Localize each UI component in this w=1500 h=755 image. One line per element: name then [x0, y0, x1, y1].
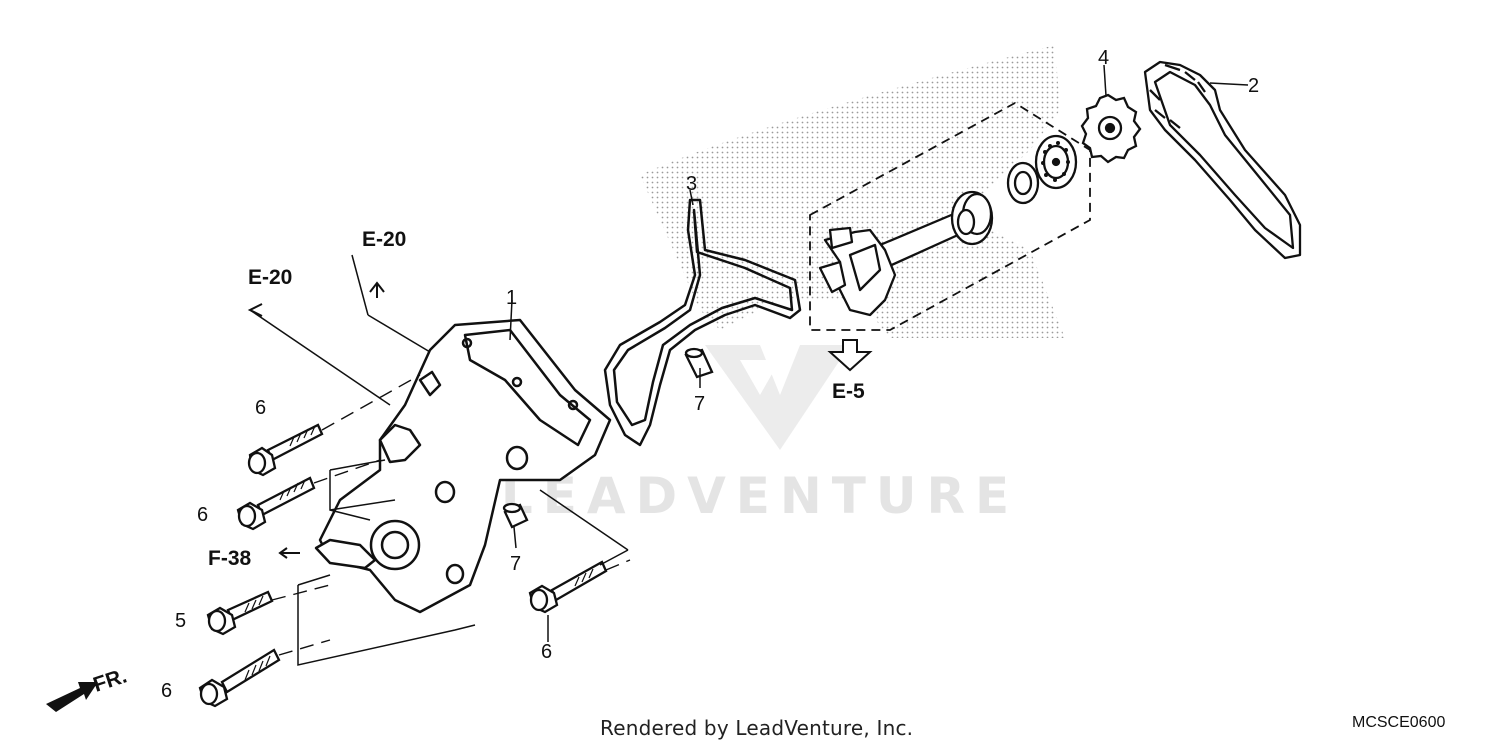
- footer-credit: Rendered by LeadVenture, Inc.: [600, 716, 914, 740]
- callout-6-upper[interactable]: 6: [255, 397, 266, 419]
- ref-e20-right[interactable]: E-20: [362, 228, 406, 251]
- ref-e5[interactable]: E-5: [832, 380, 865, 403]
- pump-cover: [314, 318, 612, 614]
- callout-6-right[interactable]: 6: [541, 641, 552, 663]
- dashed-guides: [271, 374, 631, 656]
- callout-1[interactable]: 1: [506, 287, 517, 309]
- callout-6-middle[interactable]: 6: [197, 504, 208, 526]
- front-direction-arrow-icon: [46, 682, 98, 712]
- callout-5[interactable]: 5: [175, 610, 186, 632]
- watermark-text: LEADVENTURE: [501, 467, 1019, 525]
- shaft-assembly-outline: [809, 101, 1091, 331]
- callout-2[interactable]: 2: [1248, 75, 1259, 97]
- bolt-6-right: [528, 560, 608, 614]
- dowel-pin-lower: [502, 502, 529, 529]
- e20-left-arrow: [247, 303, 263, 317]
- leader-lines: [249, 64, 1249, 666]
- e20-right-arrow: [369, 281, 385, 298]
- bearing-balls: [1041, 141, 1070, 182]
- callout-3[interactable]: 3: [686, 173, 697, 195]
- callout-7-upper[interactable]: 7: [694, 393, 705, 415]
- ref-f38[interactable]: F-38: [208, 547, 252, 570]
- callout-4[interactable]: 4: [1098, 47, 1109, 69]
- callout-7-lower[interactable]: 7: [510, 553, 521, 575]
- f38-arrow: [278, 547, 300, 559]
- bolt-6-upper: [247, 423, 324, 477]
- diagram-code: MCSCE0600: [1352, 714, 1446, 731]
- pump-drive-sprocket: [1080, 93, 1142, 164]
- pump-gasket: [603, 198, 802, 447]
- impeller-shaft: [818, 134, 1078, 317]
- bolt-6-middle: [236, 476, 316, 531]
- bolt-5: [206, 590, 274, 636]
- bolt-threads: [244, 425, 594, 681]
- dowel-pin-upper: [684, 347, 714, 379]
- callout-6-lower[interactable]: 6: [161, 680, 172, 702]
- e5-arrow-icon: [827, 339, 873, 372]
- watermark-logo: [705, 345, 850, 450]
- ref-e20-left[interactable]: E-20: [248, 266, 292, 289]
- front-direction-label: FR.: [90, 664, 129, 696]
- pump-drive-chain: [1143, 60, 1302, 260]
- bolt-6-lower: [198, 648, 281, 708]
